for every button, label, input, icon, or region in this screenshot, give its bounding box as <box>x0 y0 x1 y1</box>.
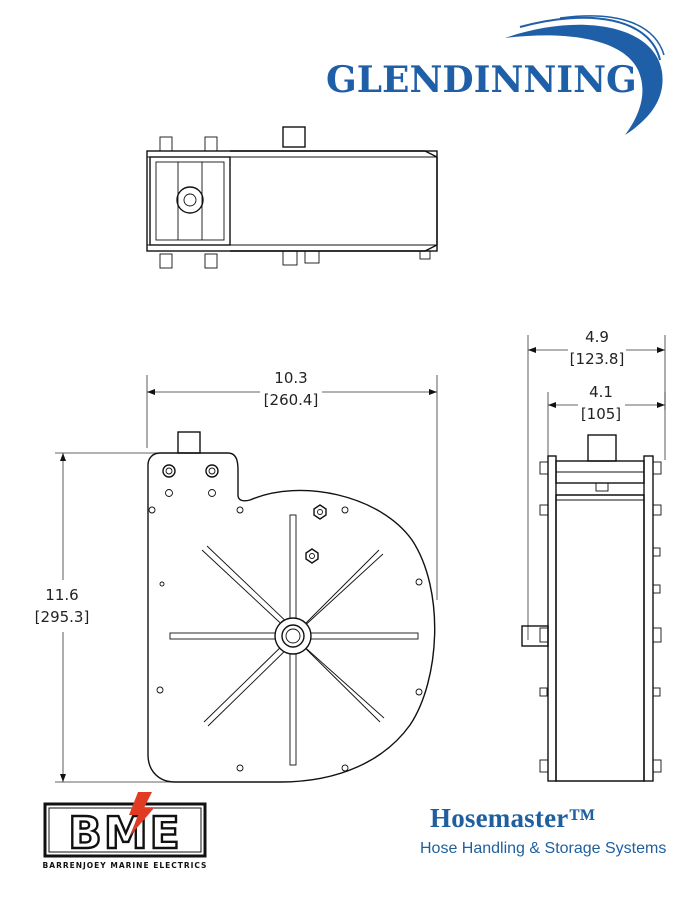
bme-logo: BME BARRENJOEY MARINE ELECTRICS <box>43 792 208 870</box>
side-outer-inches: 4.9 <box>585 328 609 346</box>
side-inner-inches: 4.1 <box>589 383 613 401</box>
side-view <box>521 335 666 782</box>
glendinning-wordmark: GLENDINNING <box>326 59 637 101</box>
lightning-bolt-icon <box>129 792 154 836</box>
top-view <box>146 126 438 269</box>
bme-mark: BME <box>68 808 181 859</box>
front-height-mm: [295.3] <box>35 608 90 626</box>
product-tagline: Hose Handling & Storage Systems <box>420 840 667 857</box>
side-outer-mm: [123.8] <box>570 350 625 368</box>
side-inner-mm: [105] <box>581 405 621 423</box>
front-view <box>55 375 438 783</box>
front-width-mm: [260.4] <box>264 391 319 409</box>
front-width-inches: 10.3 <box>274 369 307 387</box>
product-name: Hosemaster™ <box>430 803 596 833</box>
glendinning-logo: GLENDINNING <box>326 15 665 136</box>
bme-company-name: BARRENJOEY MARINE ELECTRICS <box>43 861 208 870</box>
front-height-inches: 11.6 <box>45 586 78 604</box>
